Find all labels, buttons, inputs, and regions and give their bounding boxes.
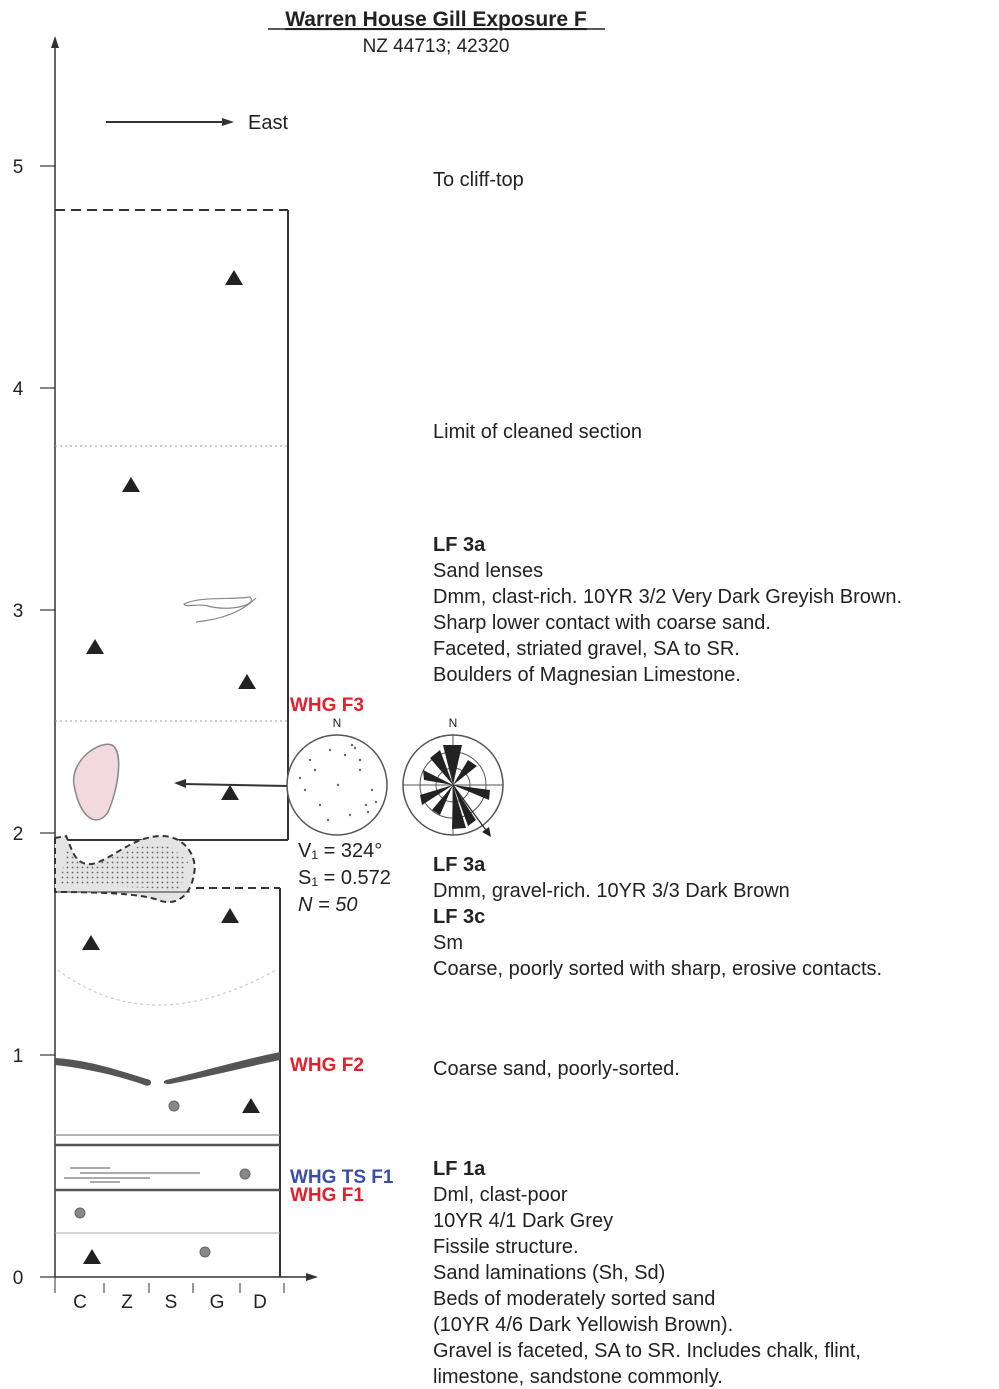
stereonet: N bbox=[286, 716, 388, 836]
unit-lower-line: limestone, sandstone commonly. bbox=[433, 1366, 723, 1388]
sand-lens-left bbox=[55, 1058, 152, 1086]
limestone-boulder bbox=[73, 743, 120, 821]
unit-upper-code: LF 3a bbox=[433, 534, 486, 556]
unit-upper-line: Sharp lower contact with coarse sand. bbox=[433, 612, 771, 634]
unit-upper-line: Sand lenses bbox=[433, 560, 543, 582]
unit-upper-line: Faceted, striated gravel, SA to SR. bbox=[433, 638, 740, 660]
y-tick-label: 4 bbox=[13, 379, 24, 400]
unit-upper-line: Boulders of Magnesian Limestone. bbox=[433, 664, 741, 686]
grid-reference: NZ 44713; 42320 bbox=[363, 36, 510, 57]
coarse-sand-note: Coarse sand, poorly-sorted. bbox=[433, 1058, 680, 1080]
unit-lower-line: Dml, clast-poor bbox=[433, 1184, 568, 1206]
x-tick-label: G bbox=[210, 1292, 225, 1313]
unit-lower-line: Beds of moderately sorted sand bbox=[433, 1288, 715, 1310]
east-arrow: East bbox=[106, 112, 288, 134]
figure-title: Warren House Gill Exposure F bbox=[285, 8, 587, 31]
unit-upper-line: Dmm, clast-rich. 10YR 3/2 Very Dark Grey… bbox=[433, 586, 902, 608]
x-tick-label: Z bbox=[121, 1292, 133, 1313]
gravel-symbols bbox=[82, 270, 260, 1264]
limit-note: Limit of cleaned section bbox=[433, 421, 642, 443]
sample-label-whg-ts-f1: WHG TS F1 bbox=[290, 1167, 394, 1188]
y-axis: 0 1 2 3 4 5 bbox=[13, 36, 59, 1289]
unit-lower-line: Sand laminations (Sh, Sd) bbox=[433, 1262, 665, 1284]
sample-label-whg-f3: WHG F3 bbox=[290, 695, 364, 716]
stereonet-north-label: N bbox=[333, 716, 342, 730]
v1-label: V₁ = 324° bbox=[298, 840, 382, 862]
unit-middle-line: Coarse, poorly sorted with sharp, erosiv… bbox=[433, 958, 882, 980]
x-tick-label: S bbox=[165, 1292, 178, 1313]
unit-lower-code: LF 1a bbox=[433, 1158, 486, 1180]
unit-middle-code-2: LF 3c bbox=[433, 906, 485, 928]
unit-lower-line: Fissile structure. bbox=[433, 1236, 579, 1258]
y-tick-label: 1 bbox=[13, 1046, 24, 1067]
sample-label-whg-f1: WHG F1 bbox=[290, 1185, 364, 1206]
unit-middle-line: Dmm, gravel-rich. 10YR 3/3 Dark Brown bbox=[433, 880, 790, 902]
x-axis: C Z S G D bbox=[54, 1273, 318, 1313]
fabric-pointer bbox=[174, 779, 289, 788]
x-tick-label: D bbox=[253, 1292, 267, 1313]
unit-lower-line: 10YR 4/1 Dark Grey bbox=[433, 1210, 613, 1232]
log-column bbox=[54, 209, 289, 1277]
unit-lower-line: (10YR 4/6 Dark Yellowish Brown). bbox=[433, 1314, 733, 1336]
sand-lens-right bbox=[163, 1052, 280, 1084]
x-tick-label: C bbox=[73, 1292, 87, 1313]
rose-diagram: N bbox=[402, 716, 504, 837]
y-tick-label: 2 bbox=[13, 824, 24, 845]
y-tick-label: 3 bbox=[13, 601, 24, 622]
n-label: N = 50 bbox=[298, 894, 357, 916]
unit-middle-line: Sm bbox=[433, 932, 463, 954]
sand-lens-sketch bbox=[183, 596, 252, 609]
rose-north-label: N bbox=[449, 716, 458, 730]
sample-label-whg-f2: WHG F2 bbox=[290, 1055, 364, 1076]
to-cliff-top-note: To cliff-top bbox=[433, 169, 524, 191]
pebble-symbols bbox=[74, 1100, 251, 1258]
y-tick-label: 0 bbox=[13, 1268, 24, 1289]
y-tick-label: 5 bbox=[13, 157, 24, 178]
s1-label: S₁ = 0.572 bbox=[298, 867, 391, 889]
unit-middle-code: LF 3a bbox=[433, 854, 486, 876]
east-label: East bbox=[248, 112, 288, 134]
unit-lower-line: Gravel is faceted, SA to SR. Includes ch… bbox=[433, 1340, 861, 1362]
